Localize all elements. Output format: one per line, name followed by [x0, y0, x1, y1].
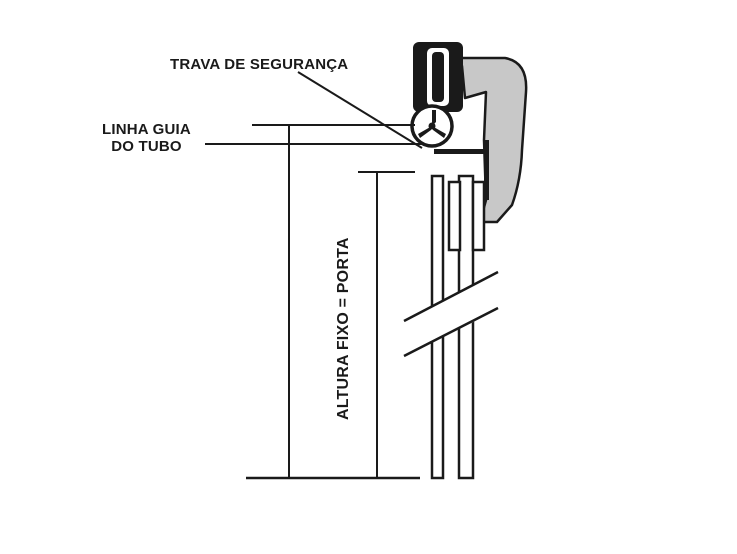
- tube-guide-label: LINHA GUIA DO TUBO: [102, 121, 191, 155]
- pulley-wheel-icon: [413, 42, 463, 112]
- tube-guide-label-line-1: LINHA GUIA: [102, 121, 191, 138]
- door-panel-profile: [447, 174, 486, 480]
- break-mark: [403, 270, 499, 358]
- tube-cross-section-icon: [410, 104, 454, 148]
- safety-lock-plate: [434, 149, 486, 154]
- safety-lock-label: TRAVA DE SEGURANÇA: [170, 56, 349, 73]
- door-height-dimension: [358, 171, 415, 478]
- bracket-stem: [484, 140, 489, 200]
- tube-guide-label-line-2: DO TUBO: [111, 138, 182, 155]
- height-dimension-label: ALTURA FIXO = PORTA: [335, 237, 352, 420]
- safety-lock-leader: [297, 71, 423, 149]
